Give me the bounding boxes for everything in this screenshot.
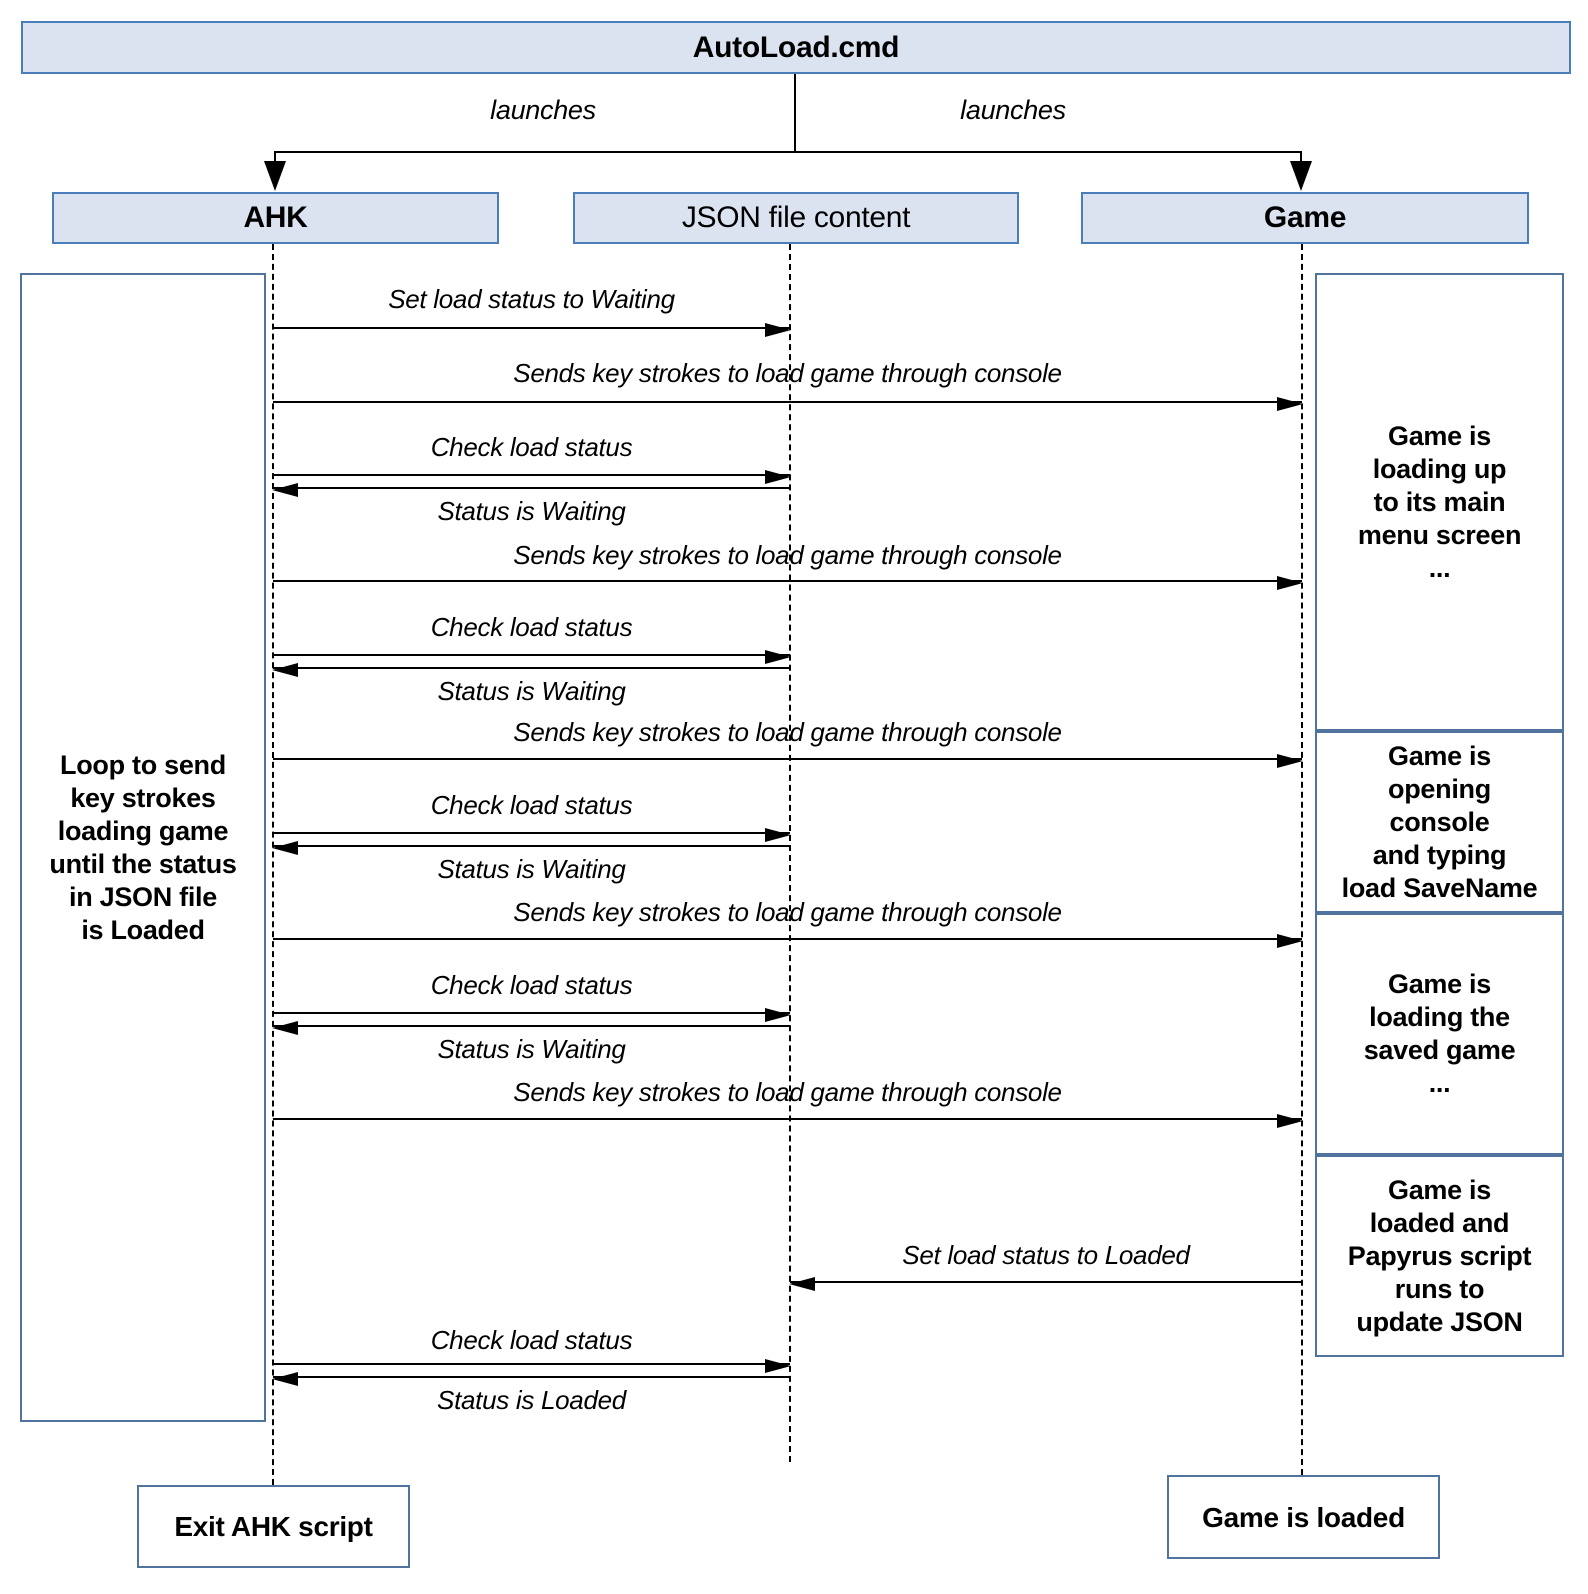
message-label: Sends key strokes to load game through c… bbox=[513, 358, 1062, 388]
message-label: Check load status bbox=[430, 432, 633, 462]
message-return-arrow bbox=[272, 841, 790, 855]
message-return-arrow bbox=[272, 663, 790, 677]
message-arrow bbox=[273, 650, 791, 664]
actor-ahk: AHK bbox=[52, 192, 499, 244]
message-arrow bbox=[273, 754, 1303, 768]
message-arrow bbox=[273, 1008, 791, 1022]
message-label: Check load status bbox=[430, 790, 633, 820]
message-label: Check load status bbox=[430, 970, 633, 1000]
message-label: Status is Waiting bbox=[437, 1034, 626, 1064]
message-label: Sends key strokes to load game through c… bbox=[513, 1077, 1062, 1107]
note-exit-ahk-script: Exit AHK script bbox=[137, 1485, 410, 1568]
message-label: Sends key strokes to load game through c… bbox=[513, 717, 1062, 747]
edge-label-launches-left: launches bbox=[490, 95, 596, 125]
note-game-is-loaded: Game is loaded bbox=[1167, 1475, 1440, 1559]
message-label: Set load status to Waiting bbox=[388, 284, 675, 314]
message-label: Status is Waiting bbox=[437, 676, 626, 706]
edge-label-launches-right: launches bbox=[960, 95, 1066, 125]
note-game-main-menu: Game is loading up to its main menu scre… bbox=[1315, 273, 1564, 731]
actor-json-file-content: JSON file content bbox=[573, 192, 1019, 244]
branch-stem-line bbox=[794, 74, 796, 151]
message-label: Check load status bbox=[430, 1325, 633, 1355]
message-label: Set load status to Loaded bbox=[902, 1240, 1190, 1270]
message-label: Status is Waiting bbox=[437, 496, 626, 526]
message-arrow bbox=[273, 1359, 791, 1373]
message-label: Sends key strokes to load game through c… bbox=[513, 540, 1062, 570]
message-label: Check load status bbox=[430, 612, 633, 642]
message-label: Sends key strokes to load game through c… bbox=[513, 897, 1062, 927]
lifeline-json bbox=[789, 244, 791, 1462]
arrowhead-down-ahk bbox=[264, 161, 286, 191]
message-label: Status is Loaded bbox=[437, 1385, 626, 1415]
note-game-console: Game is opening console and typing load … bbox=[1315, 731, 1564, 913]
message-arrow bbox=[273, 397, 1303, 411]
node-autoload-cmd: AutoLoad.cmd bbox=[21, 21, 1571, 74]
message-return-arrow bbox=[272, 483, 790, 497]
message-arrow bbox=[273, 323, 791, 337]
lifeline-ahk bbox=[272, 244, 274, 1485]
message-arrow bbox=[273, 470, 791, 484]
message-arrow bbox=[789, 1277, 1302, 1291]
message-return-arrow bbox=[272, 1021, 790, 1035]
message-return-arrow bbox=[272, 1372, 790, 1386]
lifeline-game bbox=[1301, 244, 1303, 1475]
actor-game: Game bbox=[1081, 192, 1529, 244]
arrowhead-down-game bbox=[1290, 161, 1312, 191]
message-arrow bbox=[273, 934, 1303, 948]
message-label: Status is Waiting bbox=[437, 854, 626, 884]
note-loop: Loop to send key strokes loading game un… bbox=[20, 273, 266, 1422]
message-arrow bbox=[273, 828, 791, 842]
message-arrow bbox=[273, 576, 1303, 590]
note-game-papyrus: Game is loaded and Papyrus script runs t… bbox=[1315, 1155, 1564, 1357]
note-game-loading-save: Game is loading the saved game ... bbox=[1315, 913, 1564, 1155]
message-arrow bbox=[273, 1114, 1303, 1128]
branch-cross-line bbox=[275, 151, 1301, 153]
